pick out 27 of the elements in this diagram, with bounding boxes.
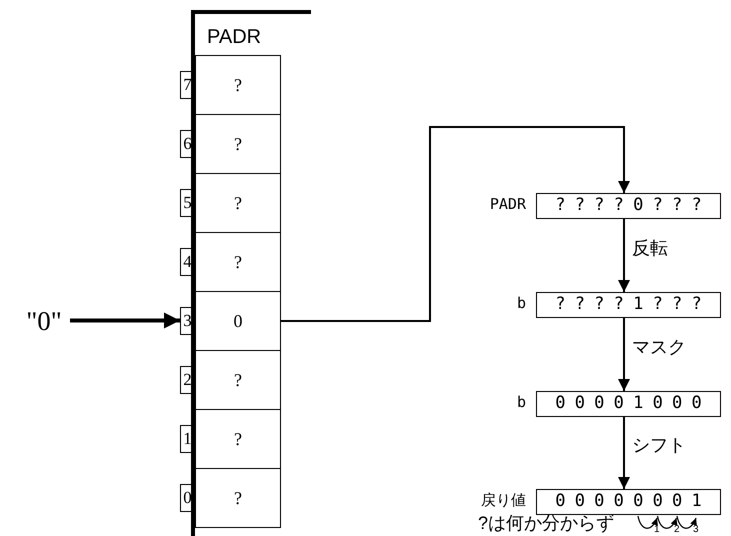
- bit-row-box: ? ? ? ? 0 ? ? ?: [536, 193, 721, 219]
- register-cell: ?: [195, 114, 281, 174]
- bit-row-box: 0 0 0 0 1 0 0 0: [536, 391, 721, 417]
- bit-row-box: ? ? ? ? 1 ? ? ?: [536, 292, 721, 318]
- arrow: [618, 318, 630, 391]
- register-cell: ?: [195, 350, 281, 410]
- row-label: 戻り値: [481, 491, 526, 510]
- row-label: b: [516, 294, 526, 312]
- register-cell: ?: [195, 409, 281, 469]
- register-cell: ?: [195, 55, 281, 115]
- register-name: PADR: [207, 26, 262, 49]
- arrow: [70, 312, 180, 328]
- arrow: [618, 417, 630, 489]
- register-cell: ?: [195, 468, 281, 528]
- step-number: 2: [674, 524, 680, 535]
- register-frame: [191, 10, 311, 536]
- register-cell: ?: [195, 173, 281, 233]
- register-cell: ?: [195, 232, 281, 292]
- row-label: b: [516, 393, 526, 411]
- step-number: 3: [693, 524, 699, 535]
- note-text: ?は何か分からず: [478, 512, 614, 535]
- input-value: "0": [20, 304, 68, 338]
- register-cell: 0: [195, 291, 281, 351]
- arrow: [618, 219, 630, 292]
- row-label: PADR: [490, 195, 526, 213]
- bit-row-box: 0 0 0 0 0 0 0 1: [536, 489, 721, 515]
- arrow: [281, 126, 630, 322]
